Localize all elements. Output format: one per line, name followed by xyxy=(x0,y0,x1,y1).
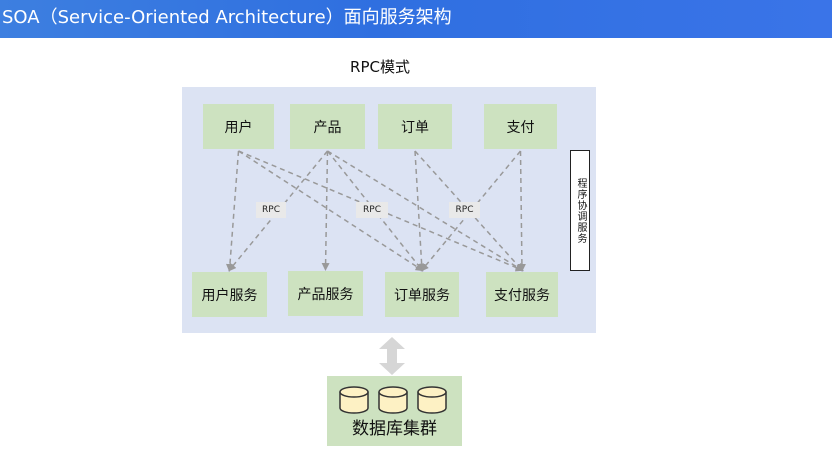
client-node-order: 订单 xyxy=(378,104,452,149)
database-label: 数据库集群 xyxy=(352,419,437,439)
rpc-label: RPC xyxy=(256,202,286,218)
coordinator-service: 程序协调服务 xyxy=(570,150,590,271)
rpc-link-arrow xyxy=(225,150,240,272)
page-title: SOA（Service-Oriented Architecture）面向服务架构 xyxy=(2,7,452,28)
service-node-product: 产品服务 xyxy=(288,271,363,316)
client-node-user: 用户 xyxy=(203,104,274,149)
client-node-product: 产品 xyxy=(290,104,365,149)
database-cylinder-icon xyxy=(378,386,408,414)
service-node-user: 用户服务 xyxy=(192,272,267,317)
service-node-payment: 支付服务 xyxy=(486,272,558,317)
title-bar: SOA（Service-Oriented Architecture）面向服务架构 xyxy=(0,0,832,38)
client-node-payment: 支付 xyxy=(484,104,557,149)
diagram-title: RPC模式 xyxy=(350,58,410,76)
service-node-order: 订单服务 xyxy=(385,272,459,317)
bidirectional-arrow-icon xyxy=(379,337,405,375)
rpc-label: RPC xyxy=(356,202,388,218)
rpc-link-arrow xyxy=(414,150,426,272)
rpc-link-arrow xyxy=(238,150,424,272)
database-cylinder-icon xyxy=(417,386,447,414)
rpc-label: RPC xyxy=(449,202,480,218)
coordinator-label: 程序协调服务 xyxy=(575,177,586,244)
rpc-link-arrow xyxy=(420,150,522,272)
rpc-link-arrow xyxy=(327,150,524,272)
rpc-link-arrow xyxy=(517,150,526,272)
rpc-link-arrow xyxy=(228,150,329,272)
database-cluster: 数据库集群 xyxy=(327,376,462,446)
rpc-link-arrow xyxy=(321,150,330,271)
database-cylinder-icon xyxy=(339,386,369,414)
